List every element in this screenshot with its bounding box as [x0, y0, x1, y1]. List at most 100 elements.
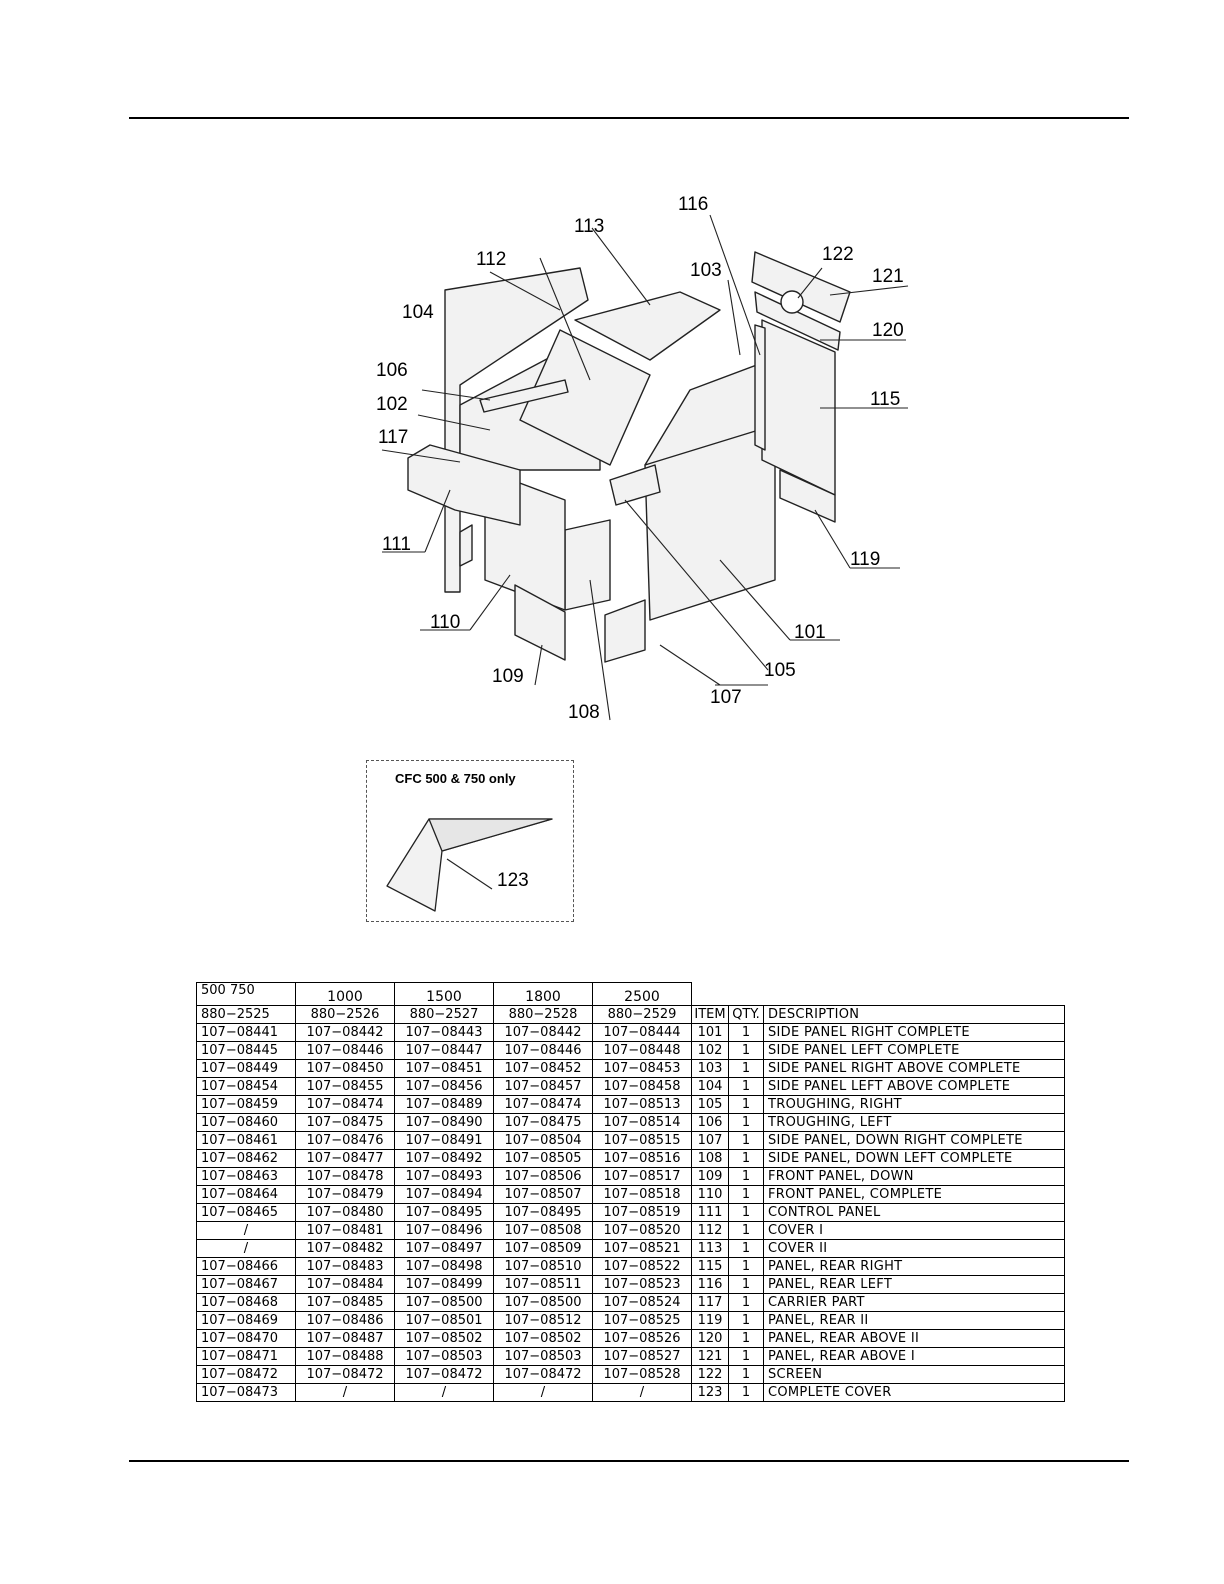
part-number-cell: 107−08459: [196, 1095, 296, 1114]
part-number-cell: 107−08497: [394, 1239, 494, 1258]
part-108: [564, 519, 611, 611]
item-cell: 120: [691, 1329, 729, 1348]
callout-102: 102: [376, 394, 408, 415]
description-cell: PANEL, REAR ABOVE I: [763, 1347, 1065, 1366]
part-number-cell: 107−08527: [592, 1347, 692, 1366]
part-number-cell: 107−08520: [592, 1221, 692, 1240]
part-number-cell: 107−08511: [493, 1275, 593, 1294]
item-cell: 103: [691, 1059, 729, 1078]
callout-104: 104: [402, 302, 434, 323]
item-cell: 113: [691, 1239, 729, 1258]
callout-119: 119: [850, 549, 880, 570]
part-number-cell: 107−08453: [592, 1059, 692, 1078]
part-112: [519, 329, 651, 466]
part-number-cell: 107−08512: [493, 1311, 593, 1330]
part-number-cell: 107−08457: [493, 1077, 593, 1096]
qty-cell: 1: [728, 1239, 764, 1258]
callout-116: 116: [678, 194, 708, 215]
item-cell: 110: [691, 1185, 729, 1204]
item-cell: 115: [691, 1257, 729, 1276]
qty-cell: 1: [728, 1113, 764, 1132]
item-cell: 123: [691, 1383, 729, 1402]
part-number-cell: 107−08503: [394, 1347, 494, 1366]
description-cell: PANEL, REAR RIGHT: [763, 1257, 1065, 1276]
description-cell: TROUGHING, LEFT: [763, 1113, 1065, 1132]
part-121: [751, 251, 851, 323]
description-cell: COVER I: [763, 1221, 1065, 1240]
description-cell: CONTROL PANEL: [763, 1203, 1065, 1222]
qty-cell: 1: [728, 1041, 764, 1060]
qty-cell: 1: [728, 1203, 764, 1222]
callout-120: 120: [872, 320, 904, 341]
part-number-cell: /: [295, 1383, 395, 1402]
model-size-header: 500 750: [196, 982, 296, 1006]
part-number-cell: 107−08447: [394, 1041, 494, 1060]
part-number-cell: 107−08472: [394, 1365, 494, 1384]
part-number-cell: 107−08482: [295, 1239, 395, 1258]
part-number-cell: 107−08471: [196, 1347, 296, 1366]
description-cell: CARRIER PART: [763, 1293, 1065, 1312]
part-number-cell: 107−08472: [493, 1365, 593, 1384]
part-number-cell: 107−08528: [592, 1365, 692, 1384]
part-number-cell: 107−08443: [394, 1023, 494, 1042]
item-cell: 107: [691, 1131, 729, 1150]
item-cell: 101: [691, 1023, 729, 1042]
part-number-cell: 107−08467: [196, 1275, 296, 1294]
part-101: [644, 424, 776, 621]
part-number-cell: 107−08450: [295, 1059, 395, 1078]
item-cell: 108: [691, 1149, 729, 1168]
callout-108: 108: [568, 702, 600, 723]
part-number-cell: 107−08479: [295, 1185, 395, 1204]
part-number-cell: 107−08458: [592, 1077, 692, 1096]
part-number-cell: 107−08501: [394, 1311, 494, 1330]
qty-cell: 1: [728, 1347, 764, 1366]
part-105: [609, 464, 661, 506]
part-number-cell: 107−08472: [295, 1365, 395, 1384]
part-number-cell: 107−08455: [295, 1077, 395, 1096]
part-number-cell: 107−08464: [196, 1185, 296, 1204]
part-number-cell: 107−08481: [295, 1221, 395, 1240]
inset-title: CFC 500 & 750 only: [395, 771, 516, 786]
part-number-cell: 107−08454: [196, 1077, 296, 1096]
part-number-cell: 107−08508: [493, 1221, 593, 1240]
part-number-cell: 107−08493: [394, 1167, 494, 1186]
part-106: [479, 379, 569, 413]
part-number-cell: 107−08490: [394, 1113, 494, 1132]
description-cell: COMPLETE COVER: [763, 1383, 1065, 1402]
part-number-cell: /: [592, 1383, 692, 1402]
callout-115: 115: [870, 389, 900, 410]
part-number-cell: 107−08488: [295, 1347, 395, 1366]
part-number-cell: 107−08519: [592, 1203, 692, 1222]
part-111: [407, 444, 521, 526]
description-cell: FRONT PANEL, DOWN: [763, 1167, 1065, 1186]
part-number-cell: 107−08518: [592, 1185, 692, 1204]
part-number-cell: 107−08485: [295, 1293, 395, 1312]
part-number-cell: 107−08483: [295, 1257, 395, 1276]
callout-121: 121: [872, 266, 904, 287]
qty-cell: 1: [728, 1059, 764, 1078]
qty-cell: 1: [728, 1311, 764, 1330]
part-number-cell: 107−08445: [196, 1041, 296, 1060]
part-number-cell: /: [394, 1383, 494, 1402]
description-cell: TROUGHING, RIGHT: [763, 1095, 1065, 1114]
part-number-cell: 107−08466: [196, 1257, 296, 1276]
part-number-cell: 107−08524: [592, 1293, 692, 1312]
qty-cell: 1: [728, 1275, 764, 1294]
bottom-rule: [129, 1460, 1129, 1462]
part-number-cell: 107−08469: [196, 1311, 296, 1330]
part-number-cell: 107−08461: [196, 1131, 296, 1150]
part-number-cell: 107−08448: [592, 1041, 692, 1060]
part-117: [459, 524, 473, 567]
part-number-cell: /: [196, 1239, 296, 1258]
part-120: [754, 291, 841, 351]
model-size-header: 2500: [592, 982, 692, 1006]
part-number-cell: 107−08478: [295, 1167, 395, 1186]
part-number-cell: 107−08505: [493, 1149, 593, 1168]
